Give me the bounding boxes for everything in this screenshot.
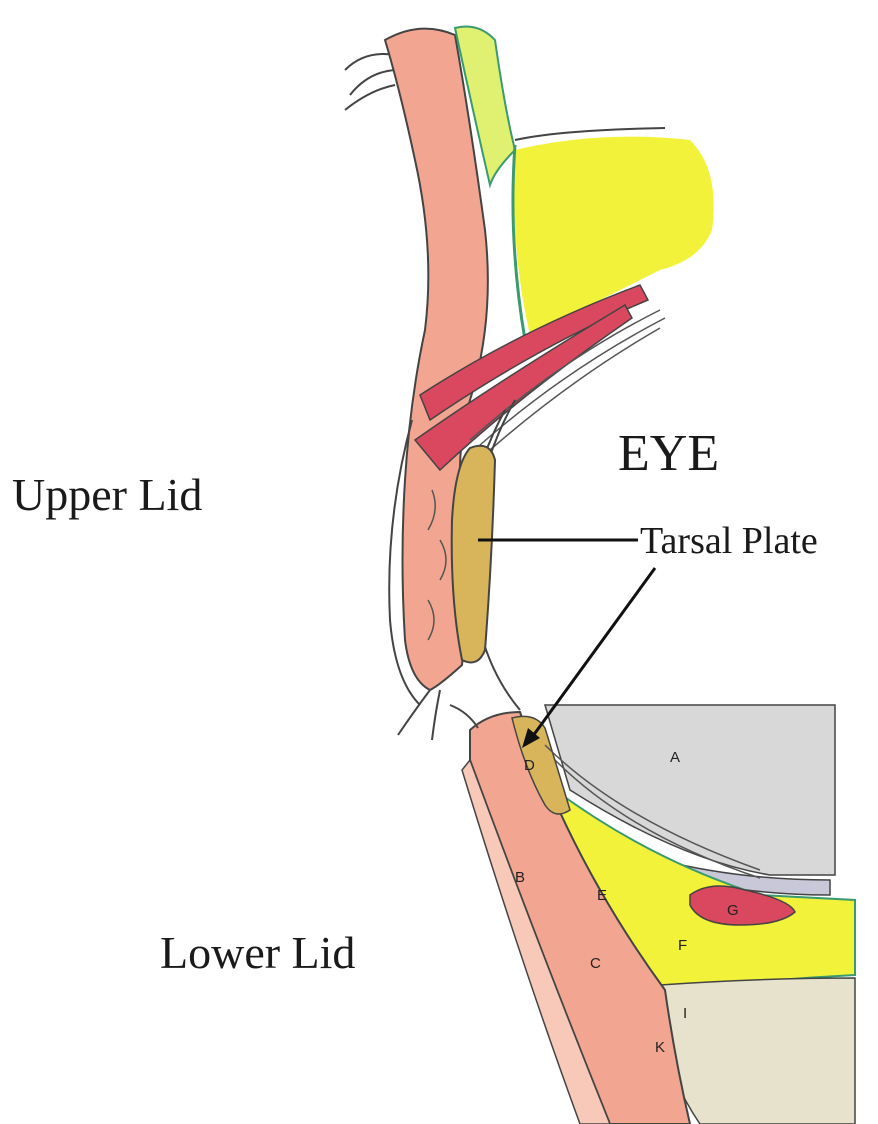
region-letter-f: F bbox=[678, 937, 687, 954]
orbital-bone bbox=[660, 978, 855, 1124]
region-letter-g: G bbox=[727, 902, 739, 919]
brow-hairs bbox=[345, 54, 395, 110]
region-letter-b: B bbox=[515, 869, 525, 886]
region-letter-k: K bbox=[655, 1039, 665, 1056]
region-letter-a: A bbox=[670, 749, 680, 766]
region-letter-d: D bbox=[524, 757, 535, 774]
lower-lashes bbox=[450, 705, 478, 728]
upper-lid-label: Upper Lid bbox=[12, 469, 202, 520]
upper-tarsal-plate bbox=[452, 446, 495, 663]
region-letter-c: C bbox=[590, 955, 601, 972]
eye-label: EYE bbox=[618, 425, 719, 482]
region-letter-i: I bbox=[683, 1005, 687, 1022]
tarsal-plate-label: Tarsal Plate bbox=[640, 520, 818, 562]
upper-lashes bbox=[398, 690, 440, 740]
region-letter-e: E bbox=[597, 887, 607, 904]
lower-lid-label: Lower Lid bbox=[160, 927, 355, 978]
